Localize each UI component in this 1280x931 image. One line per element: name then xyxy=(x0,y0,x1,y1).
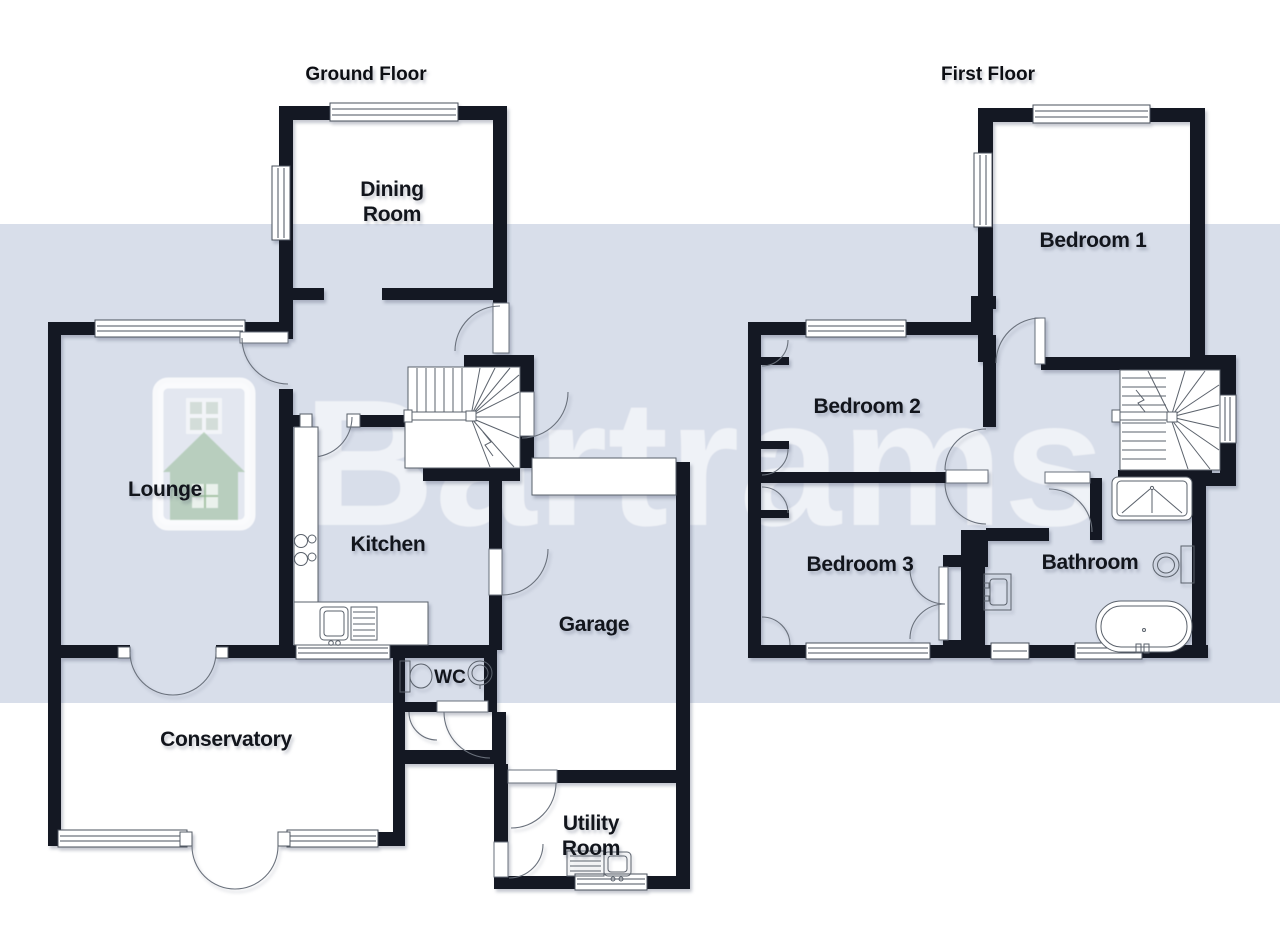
room-label-bedroom3: Bedroom 3 xyxy=(807,553,914,576)
bathtub-icon xyxy=(1095,600,1193,654)
door-icon xyxy=(493,841,544,879)
door-icon xyxy=(299,413,361,458)
basin-icon xyxy=(467,660,493,689)
ground-floor-windows xyxy=(57,102,648,891)
basin-icon xyxy=(983,573,1012,611)
door-icon xyxy=(1044,471,1093,533)
double-door-icon xyxy=(179,831,291,890)
shower-icon xyxy=(1111,476,1193,521)
door-icon xyxy=(995,317,1046,365)
room-label-wc: WC xyxy=(434,667,466,688)
ground-floor-doors xyxy=(117,302,569,890)
toilet-icon xyxy=(399,660,433,693)
room-label-kitchen: Kitchen xyxy=(351,533,426,556)
window-icon xyxy=(94,319,246,338)
staircase-icon xyxy=(1111,369,1221,471)
window-icon xyxy=(1032,104,1151,124)
door-icon xyxy=(239,331,289,385)
door-icon xyxy=(488,548,549,596)
bifold-door-icon xyxy=(909,566,949,641)
floor-title-ground: Ground Floor xyxy=(305,64,427,85)
cupboard-door-icon xyxy=(761,339,791,646)
first-floor-plan: First Floor Bedroom 1 Bedroom 2 Bedroom … xyxy=(748,64,1237,660)
floor-title-first: First Floor xyxy=(941,64,1036,85)
ground-floor-plan: Ground Floor Dining Room Lounge Kitchen … xyxy=(48,64,690,891)
utility-sink-icon xyxy=(566,850,632,882)
staircase-icon xyxy=(403,366,521,469)
door-icon xyxy=(507,769,558,829)
room-label-bathroom: Bathroom xyxy=(1042,551,1139,574)
window-icon xyxy=(805,319,907,338)
room-label-dining-2: Room xyxy=(363,203,421,226)
window-icon xyxy=(1218,394,1237,444)
kitchen-sink-icon xyxy=(319,606,378,646)
garage-door xyxy=(531,457,677,496)
window-icon xyxy=(329,102,459,122)
room-label-utility-2: Room xyxy=(562,837,620,860)
toilet-icon xyxy=(1152,545,1195,584)
window-icon xyxy=(286,829,379,848)
window-icon xyxy=(57,829,188,848)
first-floor-doors xyxy=(761,317,1093,646)
room-label-bedroom1: Bedroom 1 xyxy=(1040,229,1148,252)
room-label-bedroom2: Bedroom 2 xyxy=(814,395,921,418)
window-icon xyxy=(990,642,1030,660)
room-label-conservatory: Conservatory xyxy=(160,728,292,751)
double-door-icon xyxy=(117,646,229,696)
window-icon xyxy=(973,152,993,228)
room-label-lounge: Lounge xyxy=(128,478,202,501)
window-icon xyxy=(805,642,931,660)
brand-logo-house-icon xyxy=(152,377,256,531)
hob-icon xyxy=(294,534,317,566)
door-icon xyxy=(454,302,510,354)
room-label-garage: Garage xyxy=(559,613,630,636)
window-icon xyxy=(271,165,291,241)
room-label-utility-1: Utility xyxy=(563,812,620,835)
door-icon xyxy=(408,700,491,759)
door-icon xyxy=(944,428,989,525)
first-floor-windows xyxy=(805,104,1237,660)
room-label-dining-1: Dining xyxy=(360,178,424,201)
door-icon xyxy=(518,391,569,439)
